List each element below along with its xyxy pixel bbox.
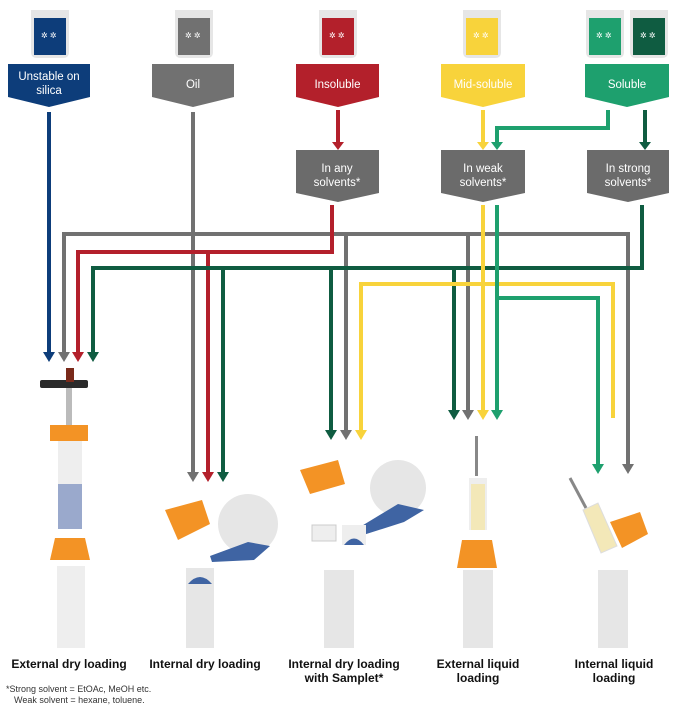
solvent-box-strong	[587, 150, 669, 202]
solvent-box-weak	[441, 150, 525, 202]
svg-text:✲ ✲: ✲ ✲	[640, 31, 656, 40]
line-any-red	[76, 205, 334, 352]
svg-text:✲ ✲: ✲ ✲	[473, 31, 489, 40]
footnote-strong: *Strong solvent = EtOAc, MeOH etc.	[6, 684, 152, 694]
beaker-unstable-icon: ✲ ✲	[31, 10, 69, 58]
label-solvent-strong: In strong solvents*	[604, 163, 652, 189]
svg-text:✲ ✲: ✲ ✲	[596, 31, 612, 40]
line-strong-green	[91, 205, 644, 352]
method-external-dry: External dry loading	[11, 657, 127, 671]
label-soluble: Soluble	[607, 79, 647, 91]
label-unstable: Unstable on silica	[18, 71, 80, 97]
beaker-soluble-strong-icon: ✲ ✲	[630, 10, 668, 58]
arrowheads	[43, 142, 651, 482]
line-green-int-liquid	[497, 296, 600, 464]
banner-oil	[152, 64, 234, 107]
external-liquid-device-icon	[457, 436, 497, 648]
line-yellow-samplet	[359, 282, 615, 430]
footnote-weak: Weak solvent = hexane, toluene.	[14, 695, 145, 705]
banner-midsoluble	[441, 64, 525, 107]
method-internal-dry-samplet: Internal dry loading with Samplet*	[288, 657, 400, 685]
flow-lines	[47, 110, 647, 472]
svg-text:✲ ✲: ✲ ✲	[329, 31, 345, 40]
label-insoluble: Insoluble	[314, 79, 361, 91]
svg-text:✲ ✲: ✲ ✲	[41, 31, 57, 40]
label-midsoluble: Mid-soluble	[453, 79, 513, 91]
banner-insoluble	[296, 64, 379, 107]
label-solvent-any: In any solvents*	[313, 163, 361, 189]
beaker-soluble-icon: ✲ ✲	[586, 10, 624, 58]
beaker-midsoluble-icon: ✲ ✲	[463, 10, 501, 58]
banner-unstable	[8, 64, 90, 107]
internal-liquid-device-icon	[568, 477, 648, 648]
method-internal-liquid: Internal liquid loading	[574, 657, 654, 685]
method-internal-dry: Internal dry loading	[149, 657, 261, 671]
beaker-oil-icon: ✲ ✲	[175, 10, 213, 58]
beaker-insoluble-icon: ✲ ✲	[319, 10, 357, 58]
label-solvent-weak: In weak solvents*	[459, 163, 507, 189]
banner-soluble	[585, 64, 669, 107]
internal-dry-device-icon	[165, 494, 278, 648]
line-soluble-weak	[495, 110, 610, 142]
solvent-box-any	[296, 150, 379, 202]
method-external-liquid: External liquid loading	[436, 657, 520, 685]
label-oil: Oil	[185, 79, 201, 91]
svg-text:✲ ✲: ✲ ✲	[185, 31, 201, 40]
samplet-device-icon	[300, 460, 426, 648]
external-dry-device-icon	[40, 368, 90, 648]
